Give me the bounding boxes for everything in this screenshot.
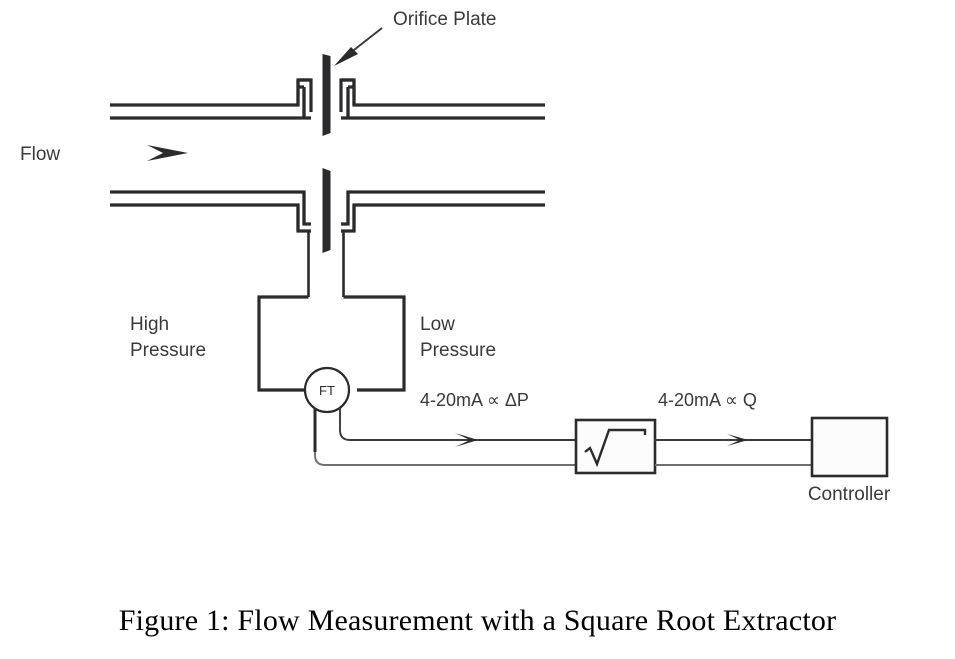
controller[interactable] (810, 416, 889, 478)
pipe-lower (110, 190, 545, 233)
square-root-extractor-box[interactable] (574, 418, 657, 475)
figure-caption: Figure 1: Flow Measurement with a Square… (118, 604, 837, 637)
square-root-symbol (584, 428, 647, 468)
flow-transmitter-tag: FT (319, 383, 335, 398)
high-pressure-label-line1: High (130, 314, 169, 335)
pipe-upper-left-tap (296, 80, 306, 118)
signal-wires-q (655, 434, 812, 466)
pipe-lower-right-tap (346, 192, 356, 231)
low-pressure-label-line2: Pressure (420, 340, 496, 361)
impulse-manifold (257, 295, 406, 392)
orifice-plate-leader-arrowhead (334, 47, 358, 66)
pipe-upper-right-tap (346, 80, 356, 118)
square-root-extractor[interactable] (574, 418, 657, 475)
flow-arrow (95, 145, 188, 161)
orifice-plate-upper-blade (322, 54, 331, 136)
flow-transmitter[interactable]: FT (303, 366, 351, 414)
flow-arrow-glyph (95, 145, 188, 161)
controller-box[interactable] (810, 416, 889, 478)
controller-label: Controller (808, 484, 891, 505)
signal-wire-dp-lower (314, 408, 576, 466)
signal-label-q: 4-20mA ∝ Q (658, 390, 757, 410)
impulse-lines (307, 231, 345, 297)
signal-wire-dp-upper (339, 408, 576, 441)
low-pressure-label-line1: Low (420, 314, 455, 335)
flow-label: Flow (20, 144, 60, 165)
impulse-manifold-outline (257, 295, 406, 392)
orifice-plate-label: Orifice Plate (393, 9, 496, 30)
signal-wires-dp (313, 408, 576, 466)
pipe-lower-left-tap (296, 192, 306, 231)
signal-arrow-dp (438, 433, 478, 447)
orifice-plate-lower-blade (322, 168, 331, 253)
orifice-plate-leader (334, 27, 383, 66)
signal-label-dp: 4-20mA ∝ ΔP (420, 390, 529, 410)
pipe-upper (110, 78, 545, 120)
signal-arrow-q (712, 434, 748, 446)
orifice-plate (322, 54, 331, 253)
flow-transmitter-bubble[interactable] (303, 366, 351, 414)
high-pressure-label-line2: Pressure (130, 340, 206, 361)
